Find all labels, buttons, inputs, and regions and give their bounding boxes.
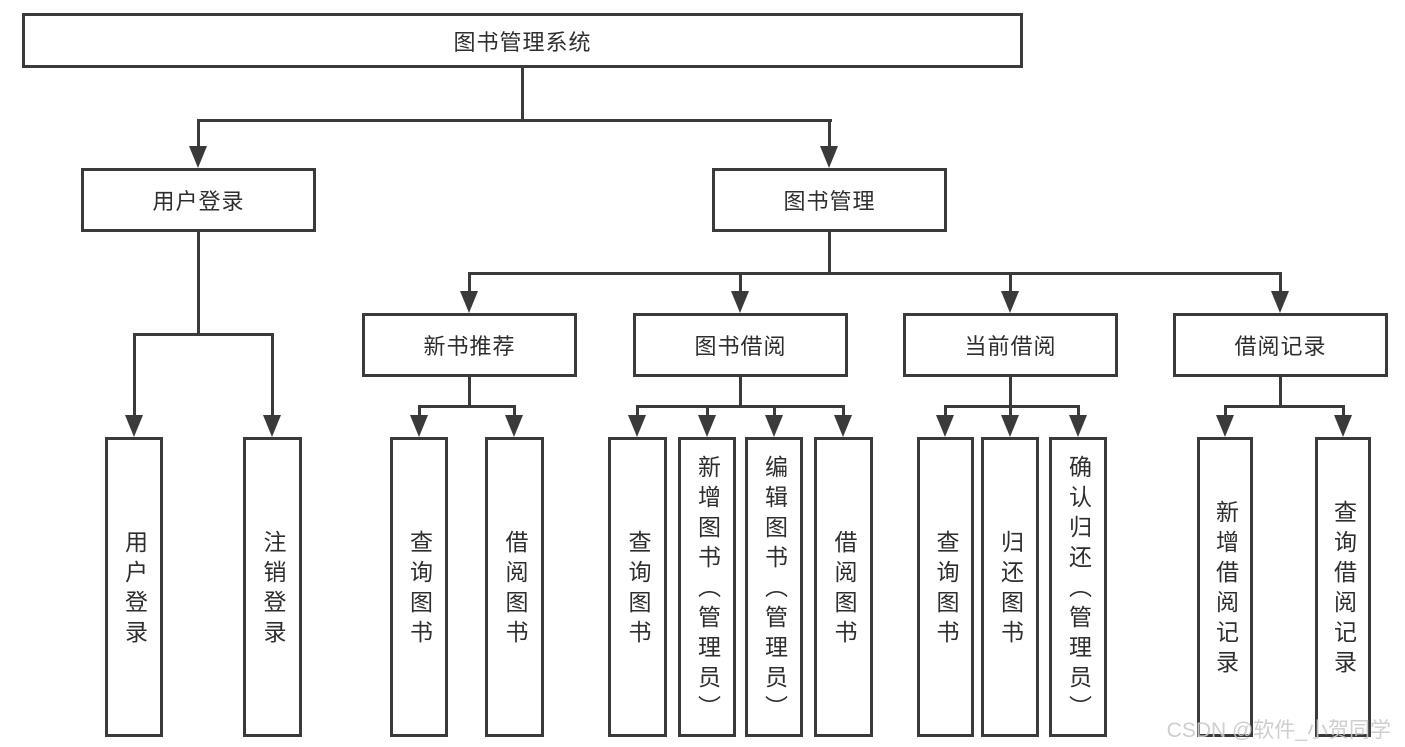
arrow-down-icon [820,146,838,168]
connector-line [1279,377,1282,407]
arrow-down-icon [698,415,716,437]
arrow-down-icon [1216,415,1234,437]
node-query-books-current: 查询图书 [917,437,974,737]
node-query-borrow-record: 查询借阅记录 [1315,437,1371,737]
connector-line [513,405,516,418]
arrow-down-icon [765,415,783,437]
connector-line [271,333,274,417]
connector-line [468,272,471,293]
arrow-down-icon [125,415,143,437]
connector-line [1224,405,1344,408]
connector-line [197,119,832,122]
node-borrow-books-recommend: 借阅图书 [485,437,544,737]
node-logout: 注销登录 [243,437,302,737]
arrow-down-icon [410,415,428,437]
node-add-borrow-record: 新增借阅记录 [1197,437,1253,737]
connector-line [1077,405,1080,418]
connector-line [828,232,831,274]
connector-line [706,405,709,418]
arrow-down-icon [628,415,646,437]
connector-line [197,119,200,148]
node-book-borrow: 图书借阅 [633,313,848,377]
connector-line [1279,272,1282,293]
arrow-down-icon [1069,415,1087,437]
connector-line [521,68,524,122]
arrow-down-icon [505,415,523,437]
connector-line [133,333,274,336]
connector-line [1224,405,1227,418]
arrow-down-icon [731,291,749,313]
node-user-login: 用户登录 [81,168,316,232]
connector-line [842,405,845,418]
arrow-down-icon [1001,291,1019,313]
arrow-down-icon [1001,415,1019,437]
node-edit-book-admin: 编辑图书（管理员） [745,437,803,737]
connector-line [636,405,639,418]
arrow-down-icon [263,415,281,437]
connector-line [468,377,471,407]
arrow-down-icon [936,415,954,437]
node-borrow-records: 借阅记录 [1173,313,1388,377]
connector-line [828,119,831,148]
node-book-management: 图书管理 [712,168,947,232]
connector-line [1009,405,1012,418]
connector-line [418,405,421,418]
connector-line [739,272,742,293]
node-return-book: 归还图书 [981,437,1039,737]
csdn-watermark: CSDN @软件_小贺同学 [1166,719,1391,742]
node-confirm-return-admin: 确认归还（管理员） [1049,437,1107,737]
node-user-login-leaf: 用户登录 [105,437,163,737]
connector-line [636,405,844,408]
node-current-borrow: 当前借阅 [903,313,1118,377]
node-query-books-borrow: 查询图书 [608,437,667,737]
connector-line [197,232,200,335]
arrow-down-icon [834,415,852,437]
connector-line [418,405,516,408]
node-add-book-admin: 新增图书（管理员） [678,437,736,737]
connector-line [944,405,947,418]
arrow-down-icon [189,146,207,168]
connector-line [739,377,742,407]
node-library-management-system: 图书管理系统 [22,13,1023,68]
connector-line [773,405,776,418]
node-query-books-recommend: 查询图书 [390,437,448,737]
connector-line [133,333,136,417]
node-borrow-books-leaf: 借阅图书 [814,437,873,737]
connector-line [1009,377,1012,407]
arrow-down-icon [1271,291,1289,313]
connector-line [1009,272,1012,293]
arrow-down-icon [1334,415,1352,437]
connector-line [1342,405,1345,418]
node-new-book-recommend: 新书推荐 [362,313,577,377]
arrow-down-icon [460,291,478,313]
connector-line [468,272,1280,275]
